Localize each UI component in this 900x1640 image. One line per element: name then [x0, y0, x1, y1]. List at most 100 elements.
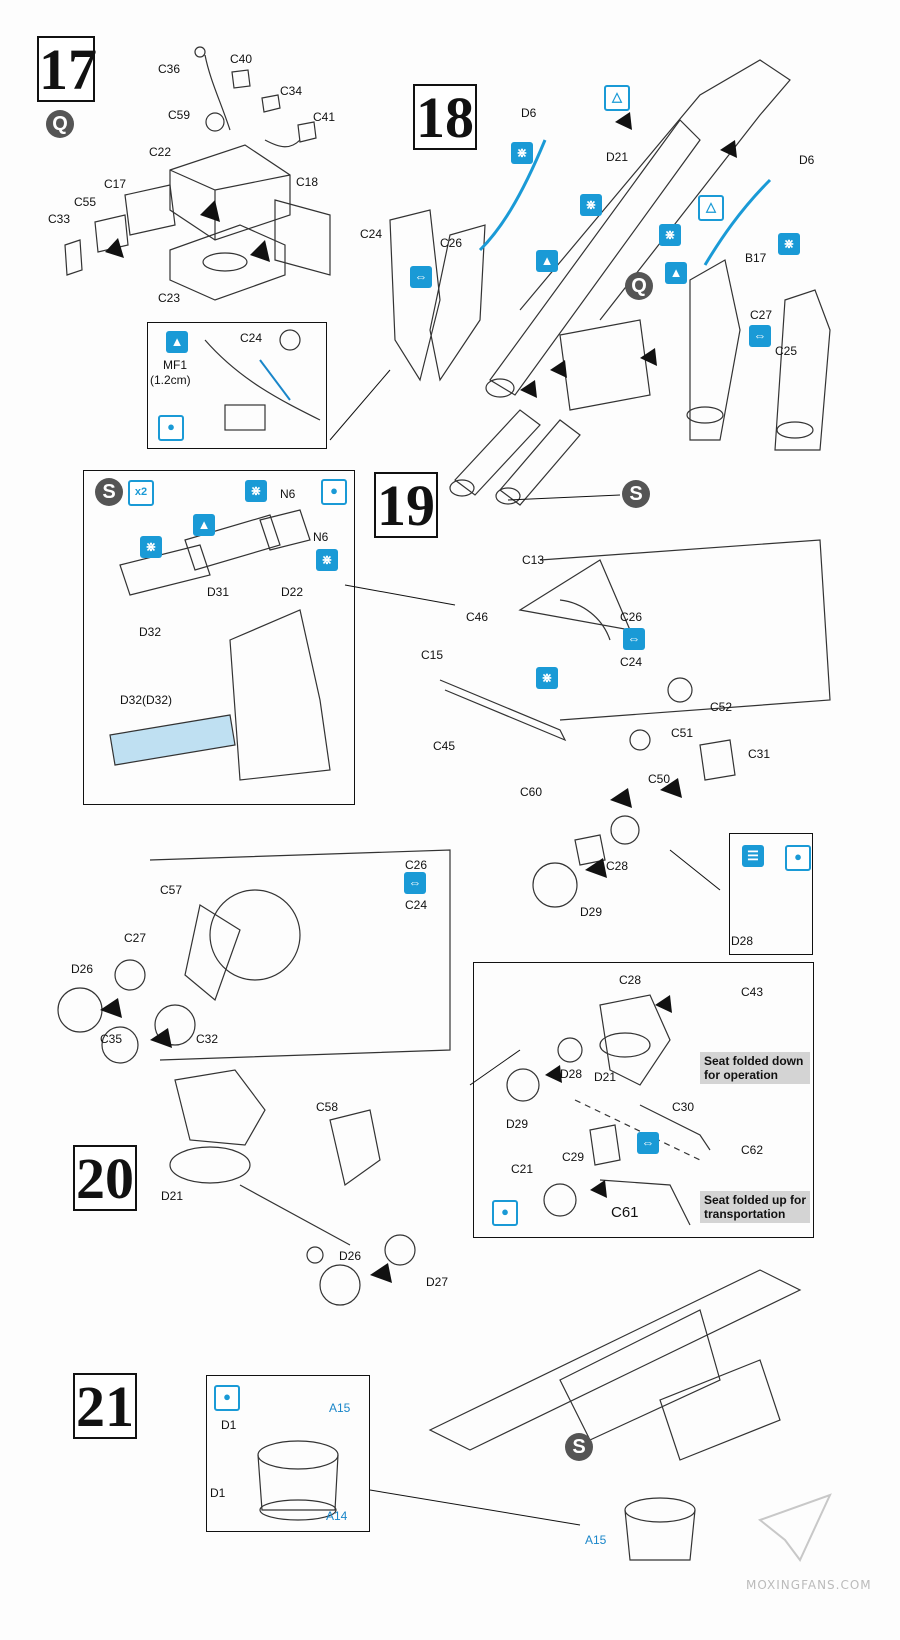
glue-icon: ▲: [536, 250, 558, 272]
part-label: C32: [196, 1032, 219, 1046]
seat-up-note: Seat folded up for transportation: [700, 1191, 810, 1223]
drill-icon: △: [604, 85, 630, 111]
gun-box-body: [169, 144, 291, 241]
marker-s: S: [565, 1433, 593, 1461]
marker-s: S: [622, 480, 650, 508]
part-label: D28: [560, 1067, 583, 1081]
part-label: C40: [230, 52, 253, 66]
part-label: D26: [71, 962, 94, 976]
glue-icon: ▲: [665, 262, 687, 284]
part-label: C21: [511, 1162, 534, 1176]
part-label: C18: [296, 175, 319, 189]
glue-icon: ▲: [166, 331, 188, 353]
part-label: C26: [440, 236, 463, 250]
part-label: D32(D32): [120, 693, 173, 707]
part-label: A15: [585, 1533, 607, 1547]
part-label: C58: [316, 1100, 339, 1114]
quantity-badge: x2: [128, 480, 154, 506]
part-label: C43: [741, 985, 764, 999]
cement-icon: ⋇: [659, 224, 681, 246]
arrows: [100, 112, 737, 1283]
part-label: C41: [313, 110, 336, 124]
cement-icon: ⋇: [778, 233, 800, 255]
part-label: D21: [594, 1070, 617, 1084]
mf1-length: (1.2cm): [150, 373, 191, 387]
part-label: N6: [280, 487, 296, 501]
decal-icon: ☰: [742, 845, 764, 867]
part-label: C23: [158, 291, 181, 305]
step-19-number: 19: [374, 472, 438, 538]
part-label: D1: [221, 1418, 237, 1432]
barrel-21: [428, 1269, 802, 1451]
mini-inset-19: [729, 833, 813, 955]
part-label: D21: [161, 1189, 184, 1203]
part-label: C25: [775, 344, 798, 358]
part-label: C62: [741, 1143, 764, 1157]
step-17-number: 17: [37, 36, 97, 102]
cement-icon: ⋇: [245, 480, 267, 502]
part-label: D27: [426, 1275, 449, 1289]
side-plate: [274, 199, 331, 276]
part-label: A15: [329, 1401, 351, 1415]
detail-inset-17: [147, 322, 327, 449]
step-20-number: 20: [73, 1145, 137, 1211]
part-label: D26: [339, 1249, 362, 1263]
flip-icon: ⇔: [623, 628, 645, 650]
detail-inset-19: [83, 470, 355, 805]
part-label: C24: [240, 331, 263, 345]
part-label: C52: [710, 700, 733, 714]
part-label: C30: [672, 1100, 695, 1114]
part-label: C26: [405, 858, 428, 872]
cement-icon: ⋇: [536, 667, 558, 689]
part-label: D22: [281, 585, 304, 599]
left-cradle: [389, 209, 441, 382]
cement-icon: ⋇: [511, 142, 533, 164]
part-label: C26: [620, 610, 643, 624]
part-label: C28: [606, 859, 629, 873]
part-label: C13: [522, 553, 545, 567]
part-label: C24: [360, 227, 383, 241]
part-label: C57: [160, 883, 183, 897]
flip-icon: ⇔: [404, 872, 426, 894]
part-label: C31: [748, 747, 771, 761]
part-label: C60: [520, 785, 543, 799]
part-label: C17: [104, 177, 127, 191]
part-label: C50: [648, 772, 671, 786]
part-label: D32: [139, 625, 162, 639]
detail-inset-21: [206, 1375, 370, 1532]
marker-s: S: [95, 478, 123, 506]
step-18-number: 18: [413, 84, 477, 150]
cement-icon: ⋇: [316, 549, 338, 571]
part-label: C33: [48, 212, 71, 226]
part-label: D31: [207, 585, 230, 599]
watermark: MOXINGFANS.COM: [746, 1578, 872, 1592]
part-label: D28: [731, 934, 754, 948]
part-label: B17: [745, 251, 767, 265]
part-label: D21: [606, 150, 629, 164]
seat-down-note: Seat folded down for operation: [700, 1052, 810, 1084]
part-label: D1: [210, 1486, 226, 1500]
cement-icon: ⋇: [140, 536, 162, 558]
mf1-label: MF1: [163, 358, 187, 372]
part-label: C36: [158, 62, 181, 76]
part-label: C27: [124, 931, 147, 945]
part-label: C61: [611, 1204, 639, 1221]
part-label: C29: [562, 1150, 585, 1164]
flip-icon: ⇔: [637, 1132, 659, 1154]
drill-icon: △: [698, 195, 724, 221]
part-label: C34: [280, 84, 303, 98]
part-label: C46: [466, 610, 489, 624]
flip-icon: ⇔: [410, 266, 432, 288]
part-label: C24: [405, 898, 428, 912]
paint-icon: ●: [785, 845, 811, 871]
part-label: D6: [521, 106, 537, 120]
gun-box-base: [169, 224, 286, 301]
barrel-main: [489, 119, 701, 396]
flip-icon: ⇔: [749, 325, 771, 347]
marker-q: Q: [625, 272, 653, 300]
leader-lines: [329, 369, 721, 1526]
part-label: D29: [506, 1117, 529, 1131]
